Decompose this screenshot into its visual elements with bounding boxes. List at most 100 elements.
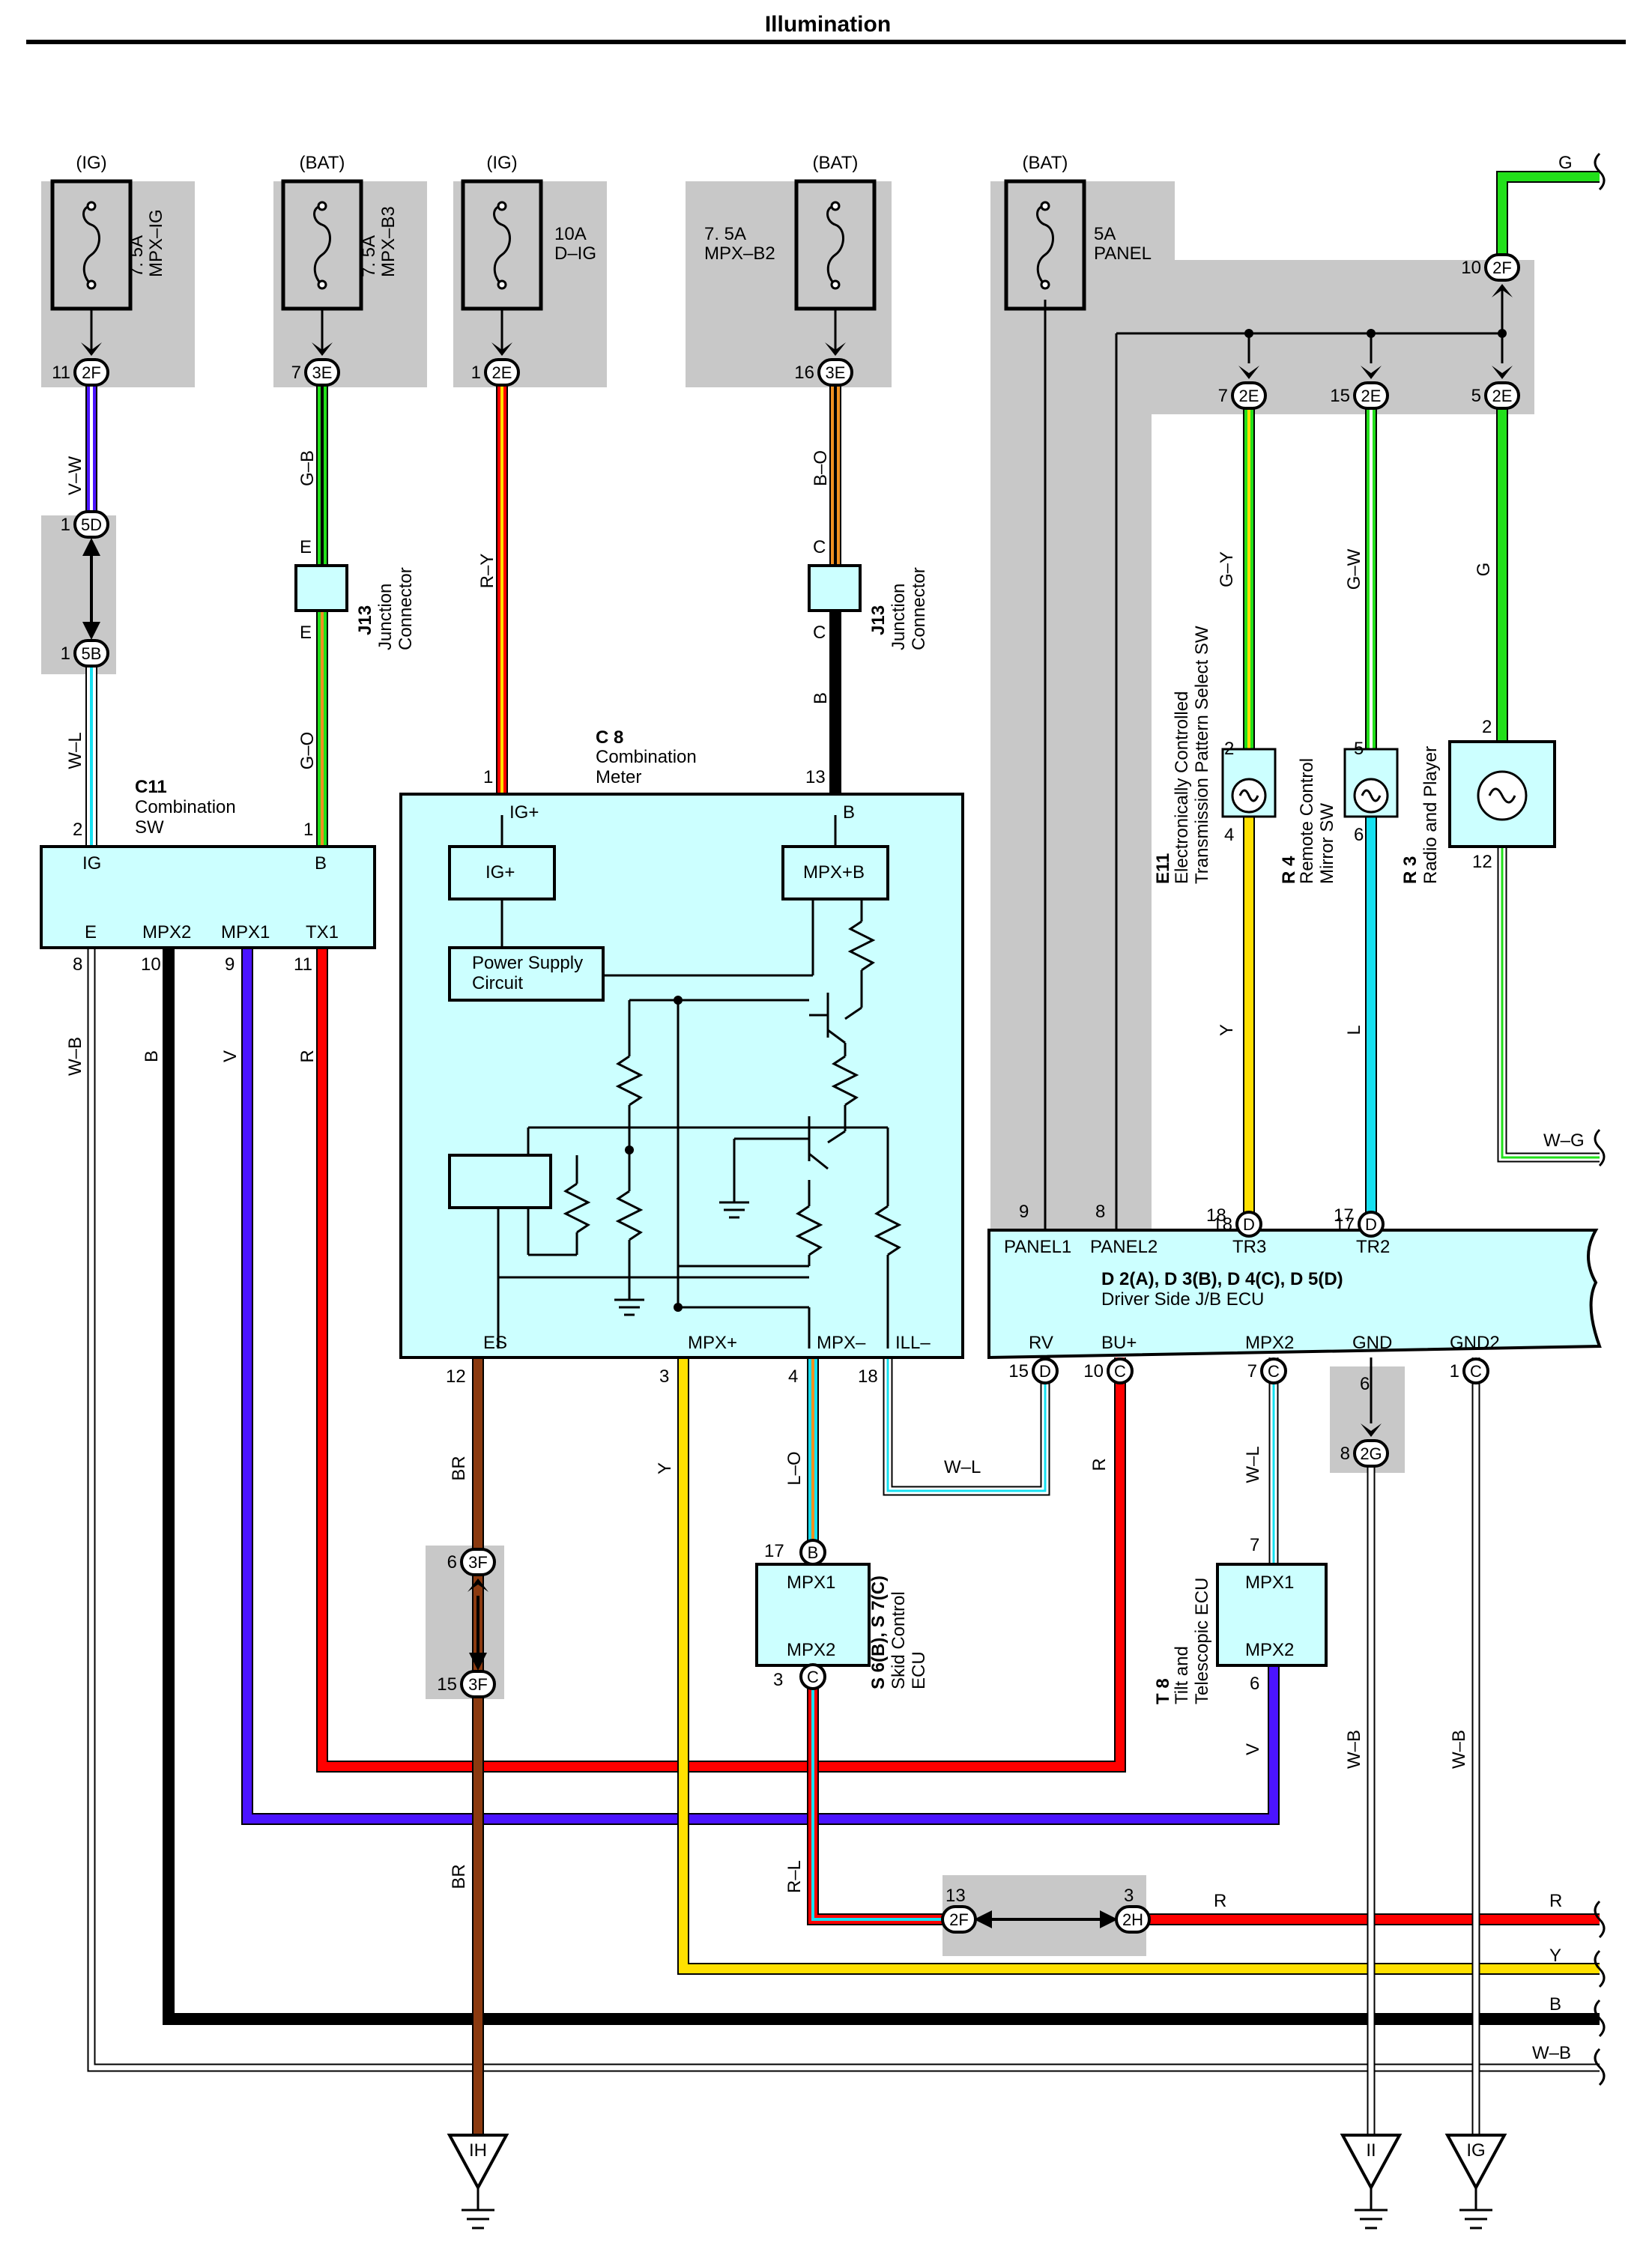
svg-text:5: 5 <box>1354 739 1364 759</box>
ecu-pin-mpx2: C7 <box>1247 1357 1287 1384</box>
svg-text:GND: GND <box>1352 1333 1392 1353</box>
wire-label-wb-right: W–B <box>1532 2043 1571 2063</box>
wire-label-wg: W–G <box>1543 1130 1585 1151</box>
svg-text:IG+: IG+ <box>509 802 539 823</box>
wire-label-ry: R–Y <box>477 554 497 589</box>
svg-text:R 4: R 4 <box>1279 856 1299 884</box>
fuse-amp: 5A <box>1094 224 1116 244</box>
connector-2h-3: 2H <box>1115 1905 1151 1934</box>
wire-label-br-top: BR <box>449 1456 469 1480</box>
svg-text:18: 18 <box>1212 1214 1232 1235</box>
svg-text:2F: 2F <box>82 363 101 382</box>
svg-text:7: 7 <box>1250 1535 1259 1555</box>
svg-text:3E: 3E <box>312 363 333 382</box>
wire-label-rl: R–L <box>784 1860 805 1893</box>
svg-text:3E: 3E <box>826 363 846 382</box>
svg-text:IH: IH <box>469 2140 487 2161</box>
svg-text:1: 1 <box>1450 1361 1459 1381</box>
combination-switch-c11: C11 Combination SW 2 IG 1 B E MPX2 MPX1 … <box>40 777 376 975</box>
fuse-name: D–IG <box>554 243 596 264</box>
svg-text:Transmission Pattern Select SW: Transmission Pattern Select SW <box>1192 626 1212 884</box>
skid-control-ecu: MPX1 MPX2 17 3 S 6(B), S 7(C) Skid Contr… <box>755 1541 929 1690</box>
wire-y-meter <box>677 1357 1600 1975</box>
wire-label-b-right: B <box>1549 1994 1561 2015</box>
wire-label-g: G <box>1474 563 1494 577</box>
bulb-e11: 2 4 E11 Electronically Controlled Transm… <box>1153 626 1277 884</box>
wire-wg <box>1497 847 1600 1163</box>
svg-text:C: C <box>807 1668 819 1686</box>
junction-connector-e: E E J13 Junction Connector <box>294 537 416 650</box>
wire-label-gy: G–Y <box>1217 551 1237 587</box>
svg-text:7: 7 <box>1218 386 1228 406</box>
wire-rl <box>807 1665 951 1925</box>
svg-text:PANEL2: PANEL2 <box>1090 1237 1158 1257</box>
wire-v-left <box>241 948 1280 1825</box>
svg-text:J13: J13 <box>355 605 375 635</box>
svg-text:Mirror SW: Mirror SW <box>1317 803 1337 884</box>
svg-text:17: 17 <box>1334 1205 1354 1226</box>
svg-text:17: 17 <box>1334 1214 1355 1235</box>
fuse-source: (IG) <box>76 153 106 173</box>
svg-text:Electronically Controlled: Electronically Controlled <box>1172 691 1192 884</box>
svg-text:II: II <box>1366 2140 1376 2161</box>
svg-text:7: 7 <box>291 363 301 383</box>
svg-text:3F: 3F <box>468 1675 488 1694</box>
svg-text:17: 17 <box>764 1541 784 1561</box>
wire-label-r-bu: R <box>1089 1458 1110 1471</box>
svg-text:2F: 2F <box>1492 258 1512 277</box>
svg-text:C11: C11 <box>135 777 167 797</box>
svg-text:2: 2 <box>1224 739 1234 759</box>
svg-text:6: 6 <box>1360 1374 1370 1394</box>
skid-pin-bottom: C <box>799 1663 826 1690</box>
svg-text:C: C <box>1470 1362 1482 1381</box>
svg-text:Circuit: Circuit <box>472 973 523 993</box>
wire-label-wb-gnd: W–B <box>1344 1730 1364 1769</box>
wire-label-wl: W–L <box>65 732 85 769</box>
wire-label-r-right: R <box>1549 1891 1562 1911</box>
svg-text:GND2: GND2 <box>1450 1333 1500 1353</box>
wire-label-v-left: V <box>220 1050 240 1062</box>
svg-text:B: B <box>808 1543 819 1562</box>
svg-text:3: 3 <box>659 1366 669 1387</box>
fuse-name: MPX–IG <box>146 209 166 277</box>
svg-text:IG: IG <box>82 853 101 874</box>
wire-labels: V–W G–B R–Y B–O W–L G–O B G–Y G–W G G Y … <box>65 153 1585 2063</box>
svg-text:Junction: Junction <box>889 584 909 650</box>
svg-text:TR2: TR2 <box>1356 1237 1390 1257</box>
svg-text:S 6(B), S 7(C): S 6(B), S 7(C) <box>868 1575 889 1689</box>
svg-text:2E: 2E <box>492 363 512 382</box>
bulb-r3: 2 12 R 3 Radio and Player <box>1400 717 1556 884</box>
fuse-source: (IG) <box>486 153 517 173</box>
svg-text:Skid Control: Skid Control <box>889 1591 909 1689</box>
svg-text:6: 6 <box>447 1552 457 1573</box>
svg-text:MPX+B: MPX+B <box>803 862 865 883</box>
fuse-source: (BAT) <box>300 153 345 173</box>
svg-text:MPX2: MPX2 <box>1245 1640 1294 1660</box>
wire-label-wb-left: W–B <box>65 1037 85 1076</box>
svg-text:15: 15 <box>437 1674 457 1695</box>
wire-label-gb: G–B <box>297 450 318 486</box>
svg-text:4: 4 <box>1224 825 1234 845</box>
svg-text:MPX1: MPX1 <box>787 1573 835 1593</box>
svg-text:5B: 5B <box>82 644 102 663</box>
svg-text:8: 8 <box>73 954 82 975</box>
svg-text:D: D <box>1243 1215 1255 1234</box>
wire-label-vw: V–W <box>65 456 85 495</box>
svg-text:ES: ES <box>483 1333 507 1353</box>
title-rule <box>26 40 1626 44</box>
connector-3f-6: 3F6 <box>447 1548 496 1592</box>
connector-5d: 5D1 <box>61 510 109 539</box>
svg-text:Radio and Player: Radio and Player <box>1420 746 1441 884</box>
fuse-source: (BAT) <box>1023 153 1068 173</box>
svg-text:5: 5 <box>1471 386 1481 406</box>
ecu-pin-tr3: D 18 <box>1212 1211 1262 1238</box>
junction-connector-c: C C J13 Junction Connector <box>808 537 929 650</box>
svg-text:TX1: TX1 <box>306 922 339 942</box>
svg-text:C: C <box>813 623 826 643</box>
svg-text:5D: 5D <box>81 515 102 534</box>
